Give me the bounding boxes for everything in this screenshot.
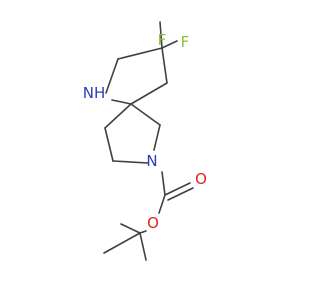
bond-cq-me3	[103, 232, 141, 254]
bond-c9-o-carbonyl-b	[167, 187, 194, 201]
atom-f-top: F	[158, 31, 167, 49]
bond-c4-c5	[130, 82, 168, 105]
bond-n1-c2	[105, 58, 119, 94]
bond-cq-me1	[120, 223, 141, 234]
bond-c6-c7	[104, 127, 114, 162]
molecule-drawing: F F NH N O O	[83, 21, 207, 261]
bond-c7-n2	[112, 160, 149, 164]
bond-c2-c3	[117, 47, 163, 60]
bond-c3-f-right	[161, 40, 178, 49]
atom-f-right: F	[181, 33, 190, 51]
atom-n-carbamate: N	[146, 152, 157, 170]
atom-o-ester: O	[147, 214, 159, 232]
bond-c3-f-top	[159, 21, 163, 49]
structure-canvas: F F NH N O O	[82, 21, 207, 261]
bond-cq-me2	[139, 232, 147, 261]
bond-c3-c4	[161, 47, 168, 84]
bond-c9-o-ester	[158, 194, 166, 214]
bond-c5-c6	[104, 103, 132, 129]
bond-c9-o-carbonyl-a	[164, 182, 191, 196]
atom-o-carbonyl: O	[195, 170, 207, 188]
bond-n2-c9	[161, 171, 166, 196]
bond-c5-n1	[111, 99, 132, 105]
atom-nh: NH	[83, 84, 106, 102]
bond-o-ester-cq	[139, 230, 147, 234]
bond-c8-c5	[130, 103, 161, 126]
bond-group	[103, 21, 194, 261]
bond-n2-c8	[153, 124, 161, 151]
